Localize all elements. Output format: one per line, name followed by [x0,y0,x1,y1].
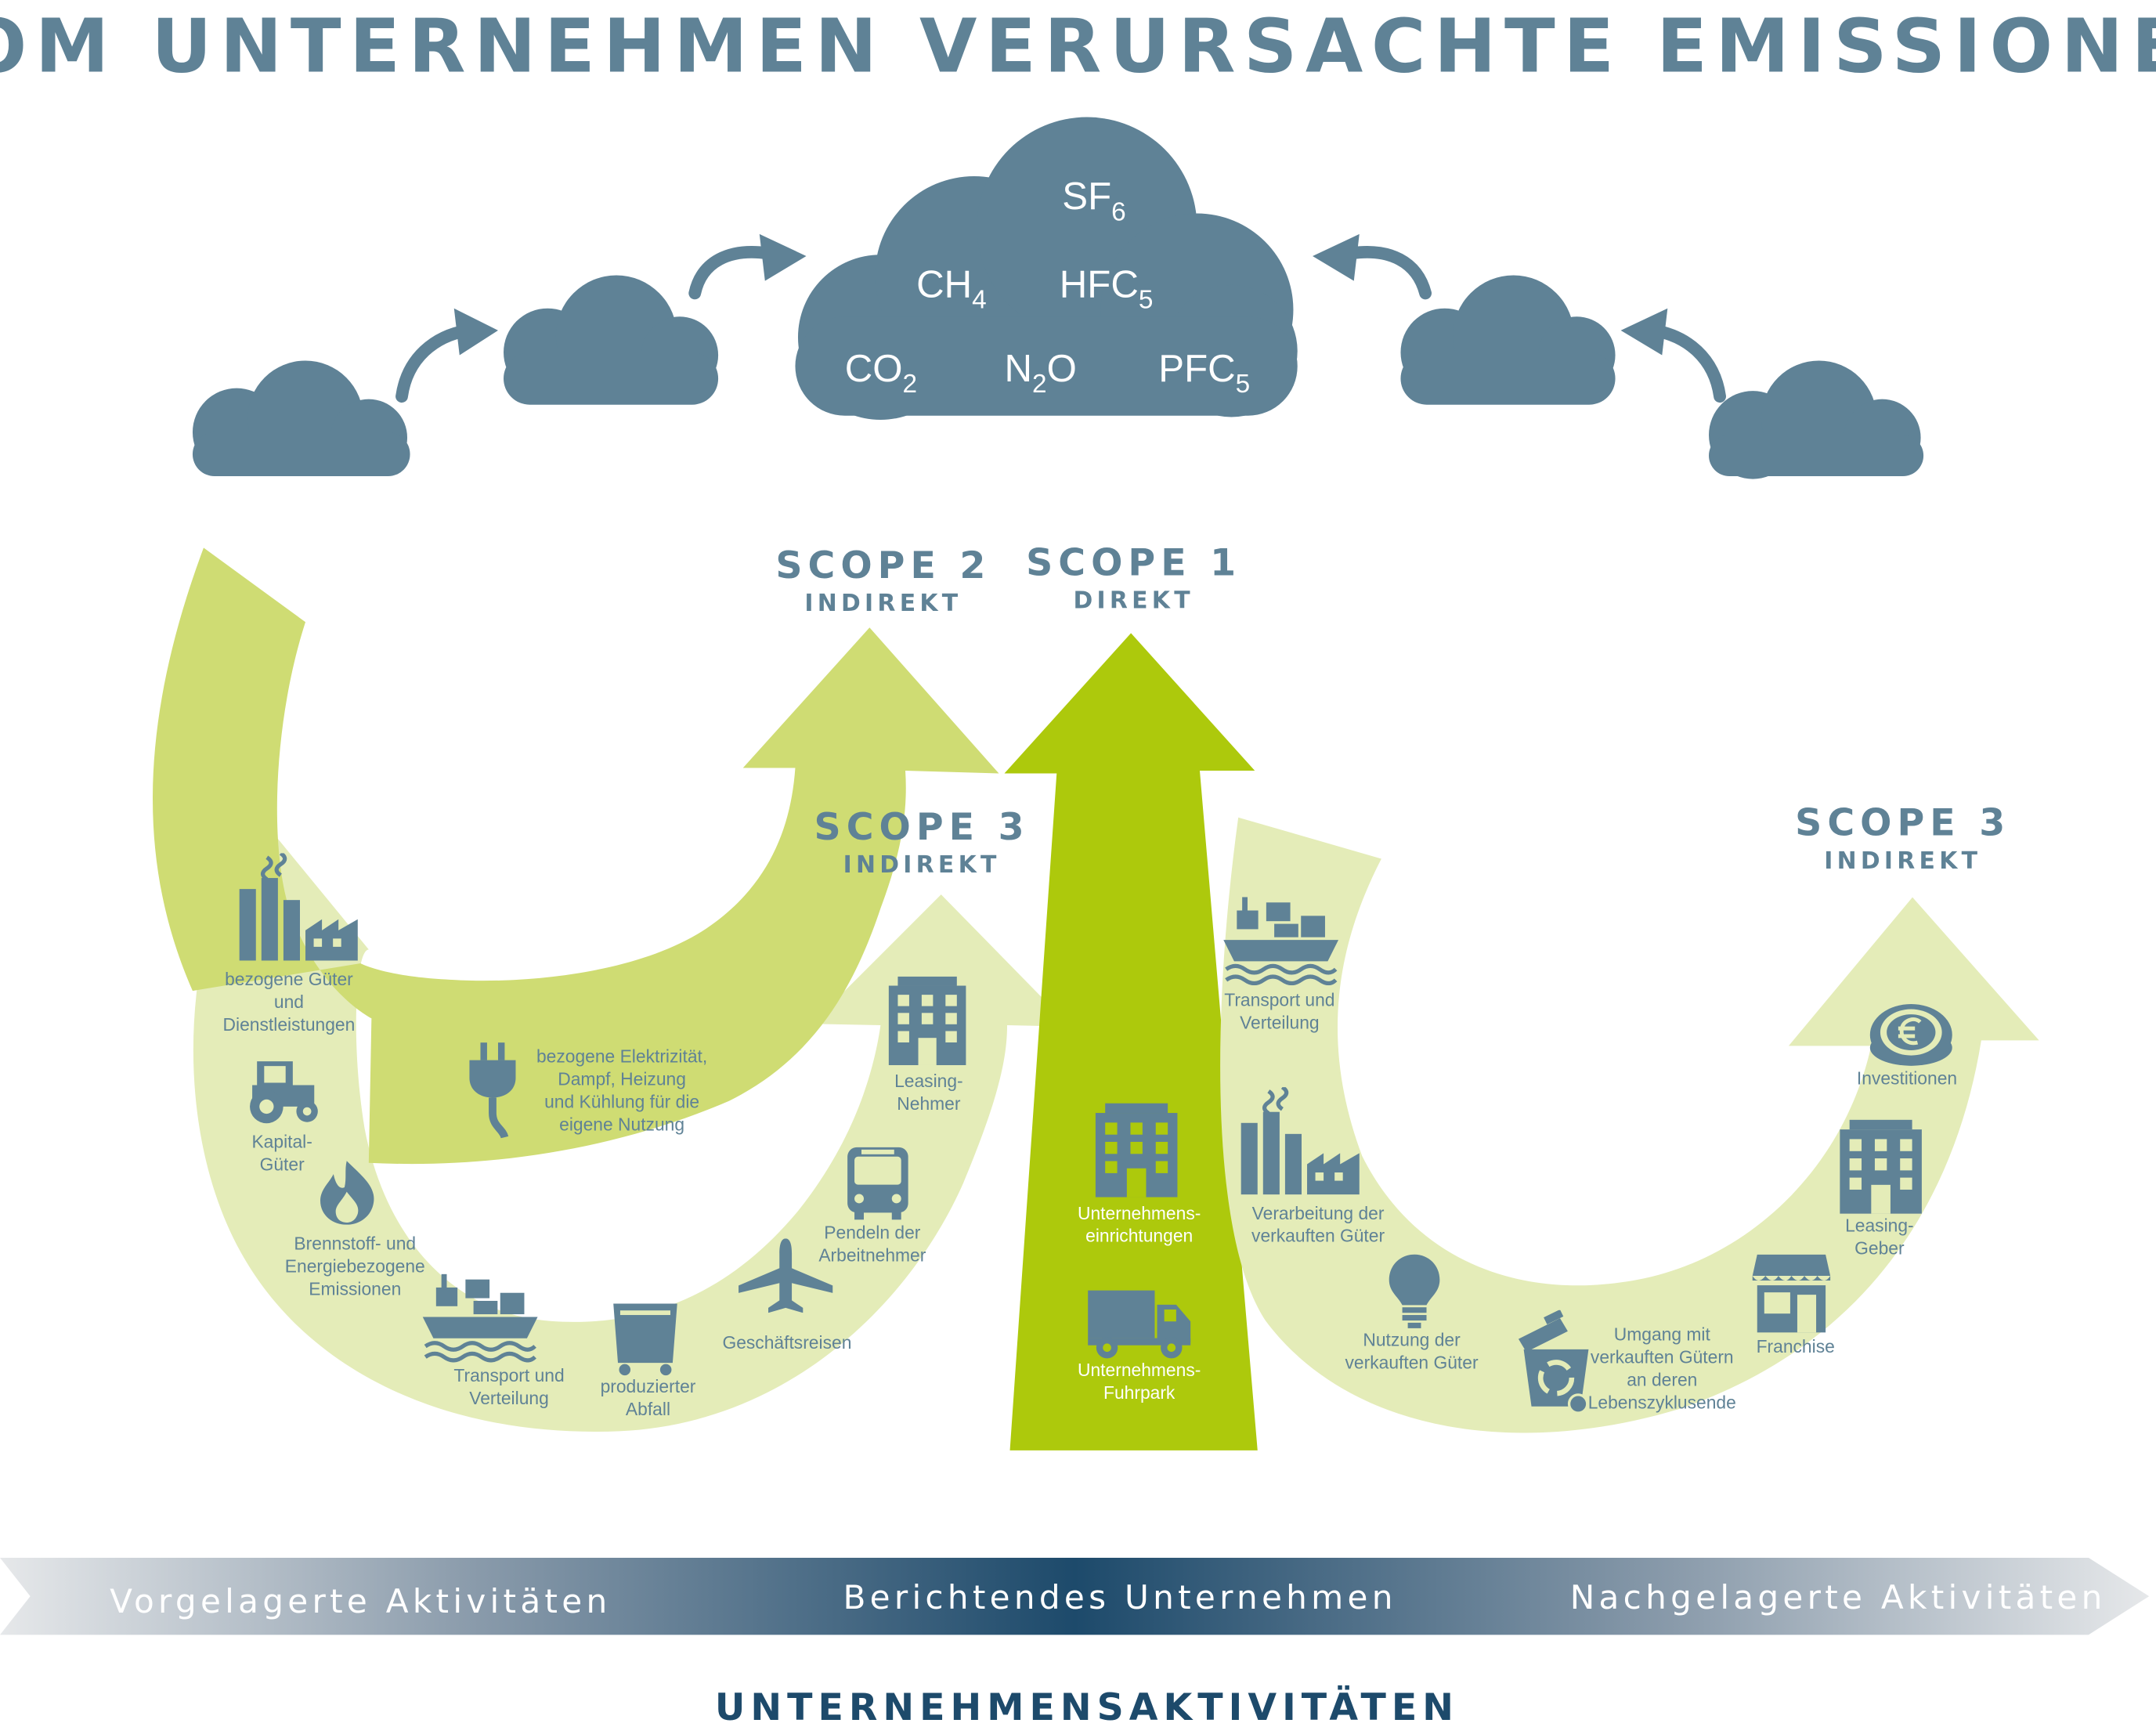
arrowhead-icon [1620,308,1668,356]
gas-hfc: HFC5 [1060,263,1154,315]
band-center-label: Berichtendes Unternehmen [843,1578,1396,1617]
scope3-left-subtitle: INDIREKT [843,851,1001,879]
arrowhead-icon [453,308,498,356]
scope2-subtitle: INDIREKT [804,590,962,617]
page-title: VOM UNTERNEHMEN VERURSACHTE EMISSIONEN [0,4,2156,90]
band-right-label: Nachgelagerte Aktivitäten [1570,1578,2107,1617]
label-business-travel: Geschäftsreisen [722,1332,851,1353]
label-capital-goods: Kapital-Güter [251,1131,312,1174]
scope1-subtitle: DIREKT [1073,587,1194,615]
scope3-right-subtitle: INDIREKT [1824,847,1981,875]
arrowhead-icon [759,233,807,281]
office-building-icon [1095,1103,1178,1198]
scope1-arrow [1004,633,1258,1450]
scope1-title: SCOPE 1 [1026,542,1241,585]
arrowhead-icon [1313,233,1360,281]
activity-band-arrow [0,1557,2150,1635]
label-company-facilities: Unternehmens-einrichtungen [1078,1203,1201,1246]
gas-co2: CO2 [845,347,917,399]
gas-pfc: PFC5 [1158,347,1250,399]
scope2-arrow [153,547,999,1165]
cloud-icon [1400,275,1616,405]
gas-n2o: N2O [1005,347,1077,399]
scope2-title: SCOPE 2 [775,544,991,587]
footer-title: UNTERNEHMENSAKTIVITÄTEN [715,1685,1459,1729]
label-company-fleet: Unternehmens-Fuhrpark [1078,1360,1201,1403]
building-icon [888,976,966,1065]
curved-arrow-icon [1345,246,1432,300]
gas-sf6: SF6 [1062,175,1125,226]
gas-ch4: CH4 [916,263,987,315]
curved-arrow-icon [688,246,775,300]
cloud-icon [192,360,410,477]
label-upstream-leasing: Leasing-Nehmer [894,1071,963,1114]
coin-icon [1870,1004,1952,1066]
shop-icon [1752,1254,1831,1333]
building-icon [1840,1119,1922,1214]
label-franchise: Franchise [1757,1336,1835,1356]
label-downstream-leasing: Leasing-Geber [1845,1216,1914,1259]
cloud-icon [1709,360,1924,479]
band-left-label: Vorgelagerte Aktivitäten [110,1582,611,1620]
cloud-icon [504,275,719,405]
main-cloud [795,117,1298,421]
bus-icon [847,1147,908,1220]
scope3-left-title: SCOPE 3 [814,806,1030,849]
scope3-right-title: SCOPE 3 [1795,802,2010,845]
label-investments: Investitionen [1857,1068,1957,1089]
scope3-upstream-arrow [193,811,1071,1432]
